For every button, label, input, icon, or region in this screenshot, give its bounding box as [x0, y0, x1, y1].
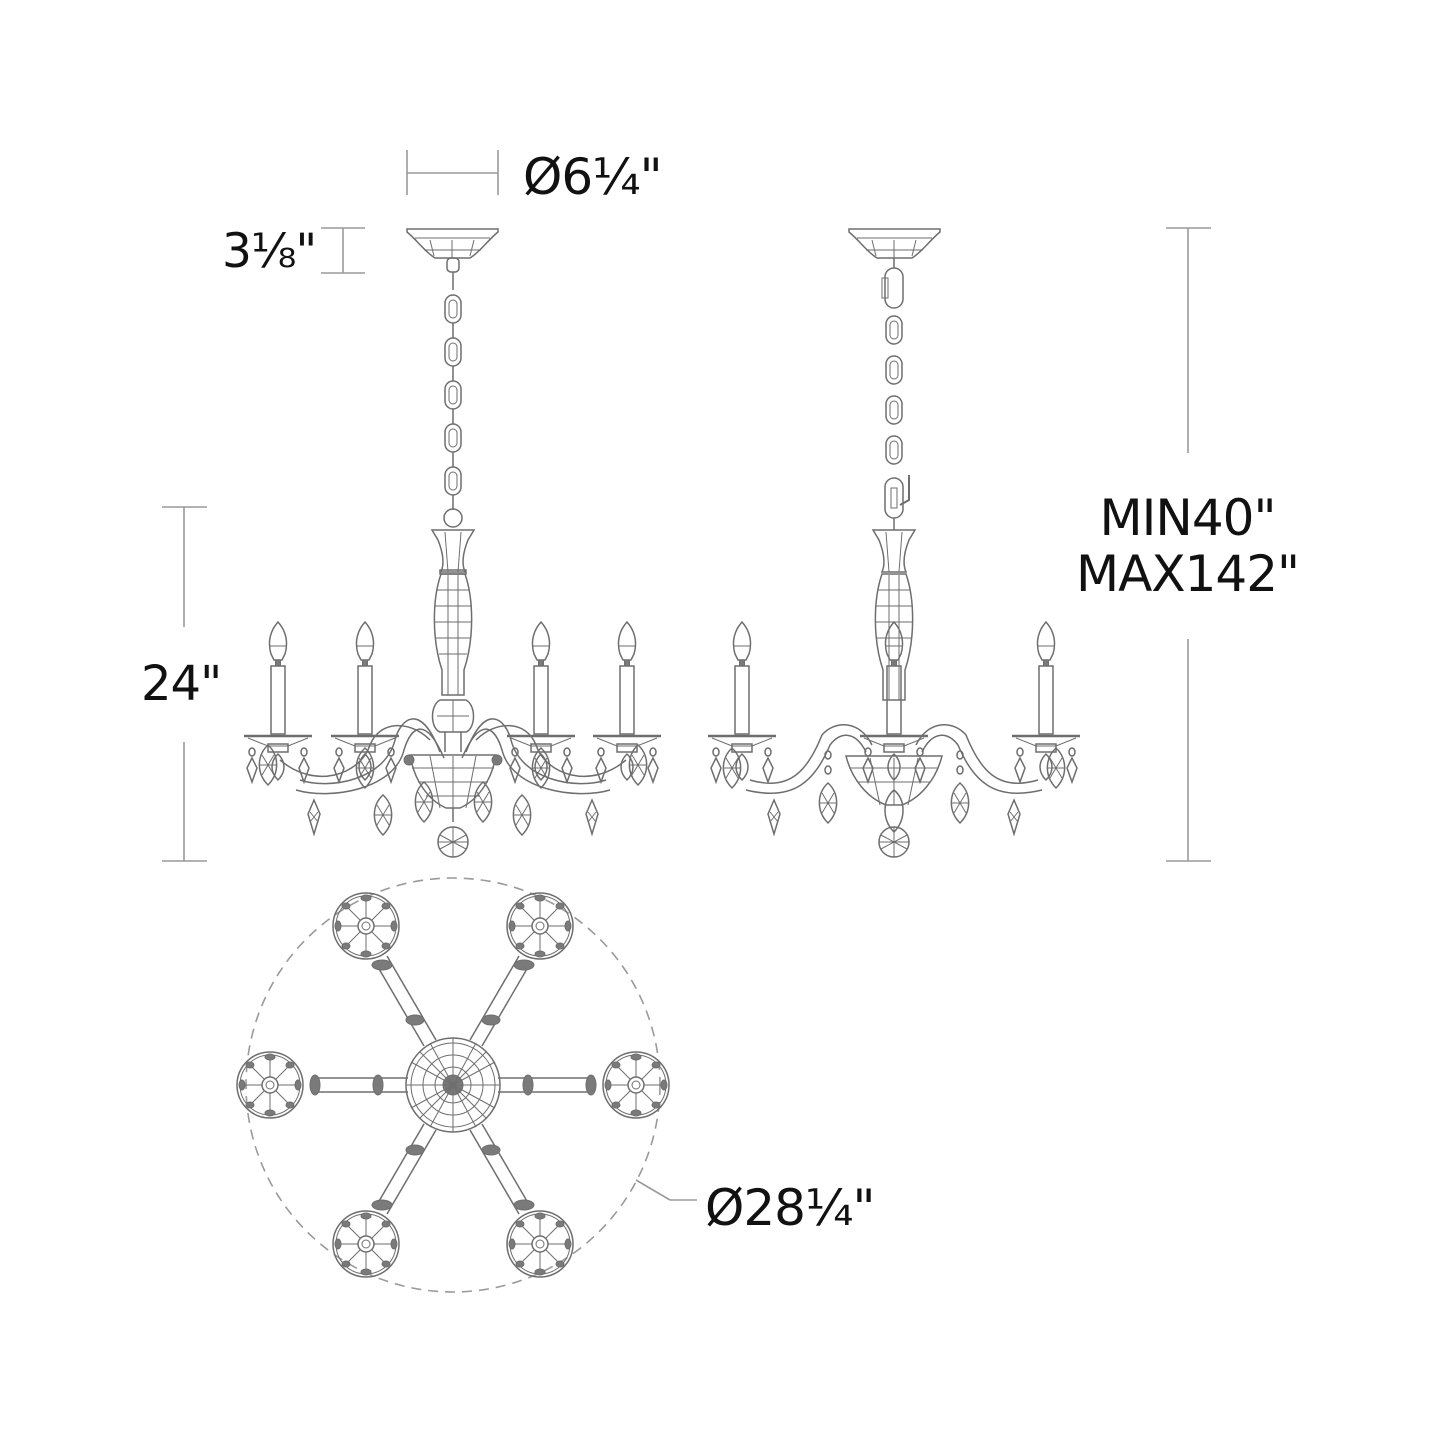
overall-height-max-label: MAX142": [1076, 545, 1300, 603]
overall-height-label: MIN40" MAX142": [1076, 489, 1300, 603]
body-height-dimension-line: [162, 506, 207, 862]
overall-height-min-label: MIN40": [1099, 489, 1277, 547]
front-elevation-view: [242, 228, 663, 858]
overall-height-dimension-line: [1166, 227, 1211, 862]
canopy-height-label: 3⅛": [222, 224, 317, 279]
canopy-height-dimension-line: [321, 227, 365, 274]
plan-view: [236, 877, 670, 1293]
canopy-diameter-label: Ø6¼": [523, 148, 663, 206]
spread-diameter-label: Ø28¼": [705, 1179, 875, 1237]
side-elevation-view: [706, 228, 1082, 858]
body-height-label: 24": [141, 656, 222, 712]
canopy-diameter-dimension-line: [406, 150, 499, 195]
spread-leader-line: [635, 1179, 697, 1201]
